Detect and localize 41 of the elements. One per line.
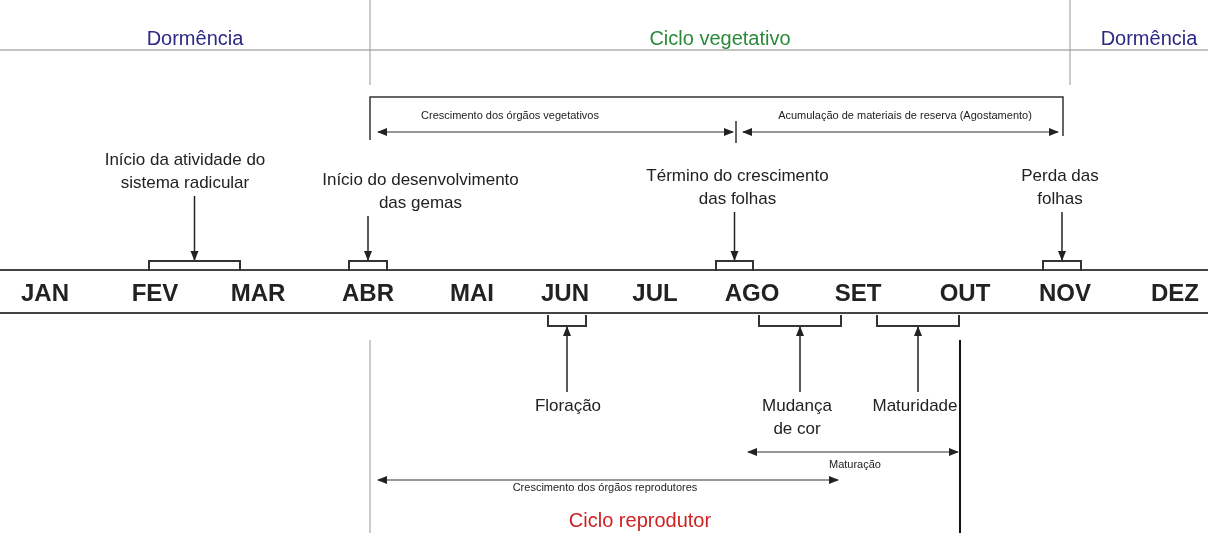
period-bracket: [547, 315, 587, 327]
month-label: JAN: [20, 279, 70, 307]
stage-label: Início do desenvolvimento das gemas: [318, 168, 523, 214]
leader-line: [190, 195, 199, 261]
month-label: OUT: [938, 279, 992, 307]
month-label: NOV: [1038, 279, 1092, 307]
leader-line: [563, 326, 571, 393]
period-bracket: [876, 315, 960, 327]
period-bracket: [348, 260, 388, 271]
month-label: JUL: [631, 279, 679, 307]
stage-label: Mudança de cor: [757, 394, 837, 440]
stage-label: Perda das folhas: [1010, 164, 1110, 210]
phase-title: Dormência: [1099, 26, 1199, 50]
period-bracket: [148, 260, 241, 271]
month-label: SET: [833, 279, 883, 307]
month-label: JUN: [540, 279, 590, 307]
stage-label: Floração: [523, 394, 613, 417]
month-label: DEZ: [1150, 279, 1200, 307]
phase-title: Ciclo reprodutor: [567, 508, 713, 532]
month-label: FEV: [130, 279, 180, 307]
phase-title: Ciclo vegetativo: [648, 26, 792, 50]
month-label: MAR: [229, 279, 287, 307]
stage-label: Início da atividade do sistema radicular: [75, 148, 295, 194]
period-bracket: [715, 260, 754, 271]
span-label: Crescimento dos órgãos vegetativos: [420, 108, 600, 123]
month-label: MAI: [449, 279, 495, 307]
phase-title: Dormência: [145, 26, 245, 50]
leader-line: [914, 326, 922, 393]
month-label: ABR: [341, 279, 395, 307]
stage-label: Término do crescimento das folhas: [635, 164, 840, 210]
stage-label: Maturidade: [870, 394, 960, 417]
leader-line: [1058, 211, 1066, 261]
leader-line: [796, 326, 804, 393]
span-label: Maturação: [828, 457, 882, 472]
period-bracket: [758, 315, 842, 327]
span-label: Acumulação de materiais de reserva (Agostamento): [777, 108, 1033, 123]
leader-line: [364, 215, 372, 261]
period-bracket: [1042, 260, 1082, 271]
leader-line: [730, 211, 739, 261]
span-label: Crescimento dos órgãos reprodutores: [511, 480, 699, 495]
month-label: AGO: [723, 279, 781, 307]
